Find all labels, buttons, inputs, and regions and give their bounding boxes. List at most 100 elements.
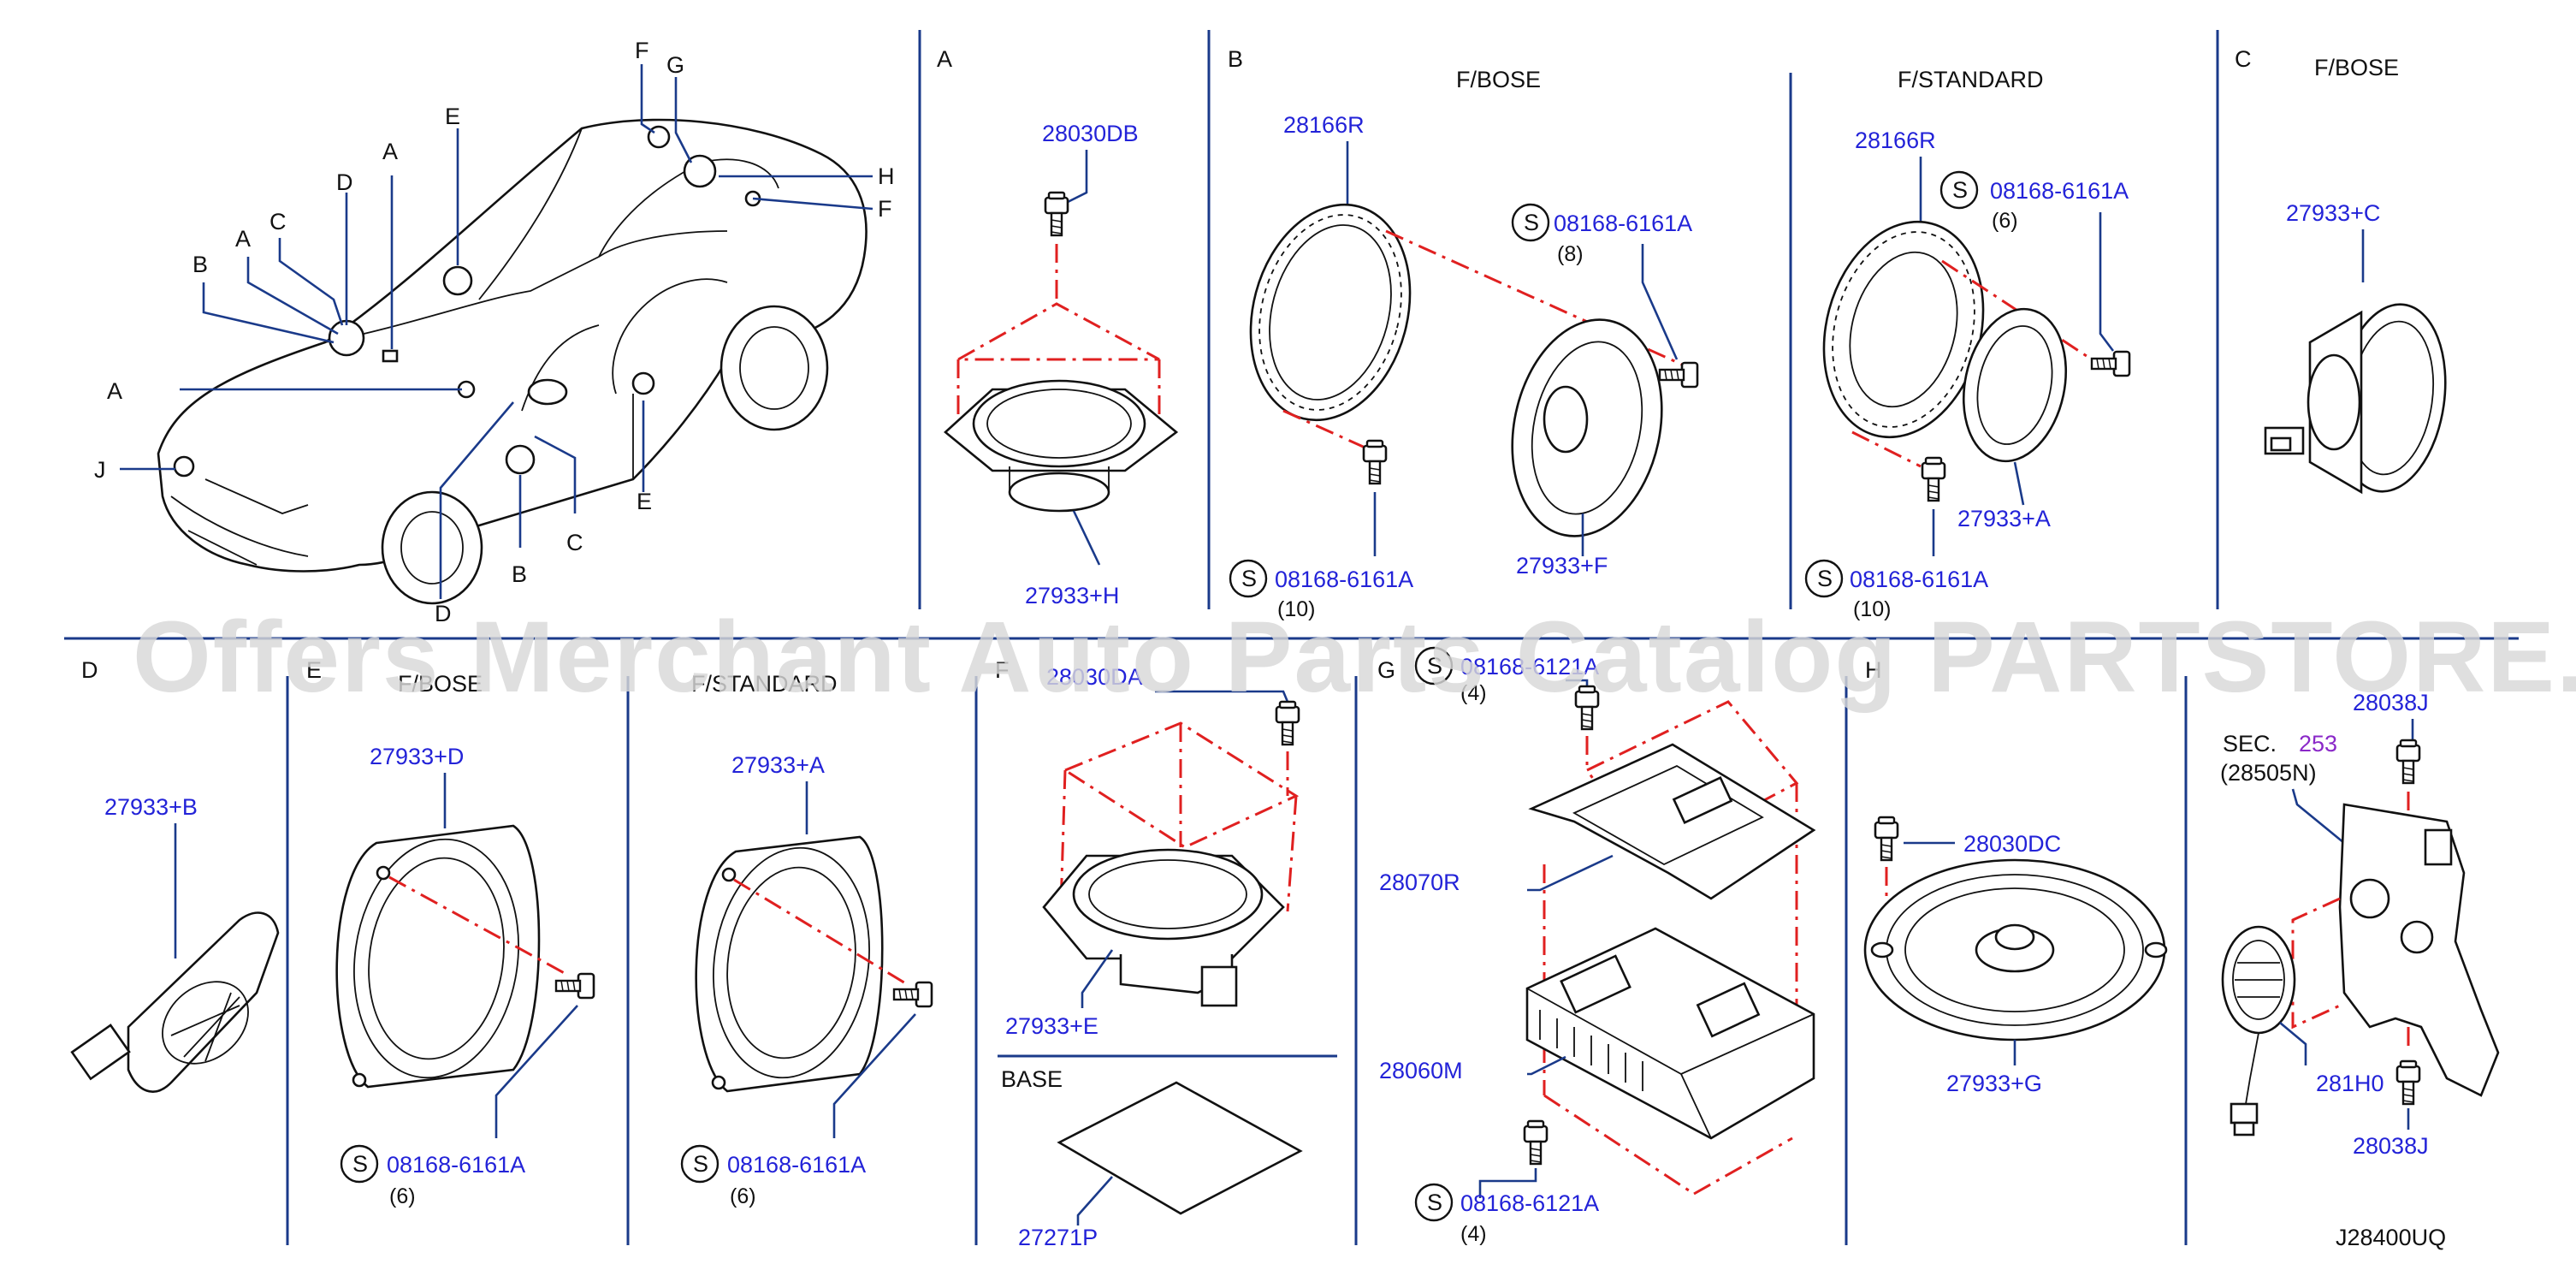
section-label-D: D xyxy=(81,657,98,683)
section-label-G: G xyxy=(1377,657,1395,683)
callout-F-top: F xyxy=(635,38,649,63)
part-number-27933C[interactable]: 27933+C xyxy=(2286,200,2380,226)
panel-B: B F/BOSE F/STANDARD 28166R S 08168-6161A… xyxy=(1228,46,2131,621)
bolt-icon xyxy=(554,972,595,1000)
bolt-icon xyxy=(1921,456,1946,502)
bolt-icon xyxy=(1362,439,1388,485)
panel-H: H 28030DC 27933+G xyxy=(1863,657,2168,1096)
part-number-08168-g-bottom[interactable]: 08168-6121A xyxy=(1460,1190,1599,1216)
part-number-08168-std-top[interactable]: 08168-6161A xyxy=(1990,178,2129,204)
part-number-27271P[interactable]: 27271P xyxy=(1018,1225,1098,1250)
speaker-27933B[interactable] xyxy=(127,911,280,1093)
bolt-icon xyxy=(2395,739,2421,785)
part-number-27933B[interactable]: 27933+B xyxy=(104,794,198,820)
qty-bose-bottom: (10) xyxy=(1277,597,1315,621)
bolt-icon xyxy=(1523,1119,1549,1166)
callout-H: H xyxy=(878,163,895,189)
callout-F-right: F xyxy=(878,196,892,222)
car-callout-lines xyxy=(120,64,873,599)
variant-base: BASE xyxy=(1001,1066,1063,1092)
variant-e-bose: F/BOSE xyxy=(398,671,483,697)
part-number-27933D[interactable]: 27933+D xyxy=(370,744,464,769)
qty-e-bose: (6) xyxy=(389,1184,416,1208)
speaker-27933A[interactable] xyxy=(1951,300,2080,471)
diagram-code: J28400UQ xyxy=(2336,1225,2446,1250)
speaker-adapter-28166R[interactable] xyxy=(1228,187,1433,438)
speaker-27933D[interactable] xyxy=(335,824,541,1089)
part-number-28070R[interactable]: 28070R xyxy=(1379,869,1460,895)
part-number-27933A-b[interactable]: 27933+A xyxy=(1957,506,2051,531)
part-number-27933H[interactable]: 27933+H xyxy=(1025,583,1119,608)
sec-label: SEC. xyxy=(2223,731,2277,757)
qty-e-std: (6) xyxy=(730,1184,756,1208)
part-number-08168-g-top[interactable]: 08168-6121A xyxy=(1460,654,1599,680)
qty-g-top: (4) xyxy=(1460,681,1487,705)
part-number-28030DB[interactable]: 28030DB xyxy=(1042,121,1139,146)
part-number-28060M[interactable]: 28060M xyxy=(1379,1058,1463,1083)
variant-b-bose: F/BOSE xyxy=(1456,67,1541,92)
screw-symbol: S xyxy=(1427,1190,1442,1215)
part-number-28166R-bose[interactable]: 28166R xyxy=(1283,112,1365,138)
variant-b-standard: F/STANDARD xyxy=(1898,67,2044,92)
qty-g-bottom: (4) xyxy=(1460,1222,1487,1246)
car-callout-labels: F G H F E D A C A B A J E C B D xyxy=(94,38,895,626)
callout-J: J xyxy=(94,457,106,483)
part-number-27933G[interactable]: 27933+G xyxy=(1946,1071,2042,1096)
screw-symbol: S xyxy=(1241,566,1257,591)
panel-J: SEC. 253 (28505N) 28038J 281H0 28038J xyxy=(2220,690,2500,1159)
screw-symbol: S xyxy=(352,1151,368,1177)
part-number-27933A-e[interactable]: 27933+A xyxy=(731,752,825,778)
qty-std-bottom: (10) xyxy=(1853,597,1891,621)
screw-symbol: S xyxy=(1817,566,1833,591)
section-label-A: A xyxy=(937,46,952,72)
part-number-28166R-std[interactable]: 28166R xyxy=(1855,128,1936,153)
callout-D-bottom: D xyxy=(435,601,452,626)
section-label-C: C xyxy=(2235,46,2252,72)
part-number-28030DA[interactable]: 28030DA xyxy=(1046,664,1143,690)
car-overview xyxy=(157,118,868,605)
callout-G: G xyxy=(666,52,684,78)
callout-E-top: E xyxy=(445,104,460,129)
part-number-28038J-bottom[interactable]: 28038J xyxy=(2353,1133,2429,1159)
bolt-icon xyxy=(2090,350,2131,377)
callout-A-top: A xyxy=(382,139,398,164)
part-number-08168-bose-bottom[interactable]: 08168-6161A xyxy=(1275,567,1413,592)
screw-symbol: S xyxy=(1427,653,1442,679)
panel-C: C F/BOSE 27933+C xyxy=(2235,46,2447,495)
part-number-281H0[interactable]: 281H0 xyxy=(2316,1071,2384,1096)
callout-D-top: D xyxy=(336,169,353,195)
qty-std-top: (6) xyxy=(1992,209,2018,233)
panel-A: A 28030DB 27933+H xyxy=(937,46,1179,608)
qty-bose-top: (8) xyxy=(1557,242,1584,266)
amplifier-bracket-28070R[interactable] xyxy=(1528,743,1816,900)
part-number-08168-e-std[interactable]: 08168-6161A xyxy=(727,1152,866,1178)
part-number-27933E[interactable]: 27933+E xyxy=(1005,1013,1099,1039)
bolt-icon xyxy=(2395,1059,2421,1106)
panel-dividers xyxy=(64,30,2519,1245)
screw-symbol: S xyxy=(1524,210,1539,235)
callout-E-bottom: E xyxy=(637,489,652,514)
section-label-H: H xyxy=(1865,657,1882,683)
part-number-27933F[interactable]: 27933+F xyxy=(1516,553,1608,579)
callout-C-left: C xyxy=(269,209,287,234)
speaker-27933A-e[interactable] xyxy=(695,835,884,1093)
screw-symbol: S xyxy=(1952,177,1968,203)
callout-A-mid: A xyxy=(107,378,122,404)
variant-e-standard: F/STANDARD xyxy=(691,671,838,697)
base-pad-27271P[interactable] xyxy=(1057,1081,1303,1215)
part-number-08168-bose-top[interactable]: 08168-6161A xyxy=(1554,211,1692,236)
callout-A-left: A xyxy=(235,226,251,252)
part-number-28038J-top[interactable]: 28038J xyxy=(2353,690,2429,715)
part-number-08168-e-bose[interactable]: 08168-6161A xyxy=(387,1152,525,1178)
bolt-icon xyxy=(1658,361,1699,389)
variant-c-bose: F/BOSE xyxy=(2314,55,2399,80)
section-label-B: B xyxy=(1228,46,1243,72)
watermark: Offers Merchant Auto Parts Catalog PARTS… xyxy=(133,601,2576,714)
panel-D: D 27933+B xyxy=(70,657,280,1093)
section-label-E: E xyxy=(306,657,322,683)
part-number-08168-std-bottom[interactable]: 08168-6161A xyxy=(1850,567,1988,592)
section-label-F: F xyxy=(995,657,1010,683)
section-ref-253[interactable]: 253 xyxy=(2299,731,2337,757)
part-number-28030DC[interactable]: 28030DC xyxy=(1963,831,2061,857)
